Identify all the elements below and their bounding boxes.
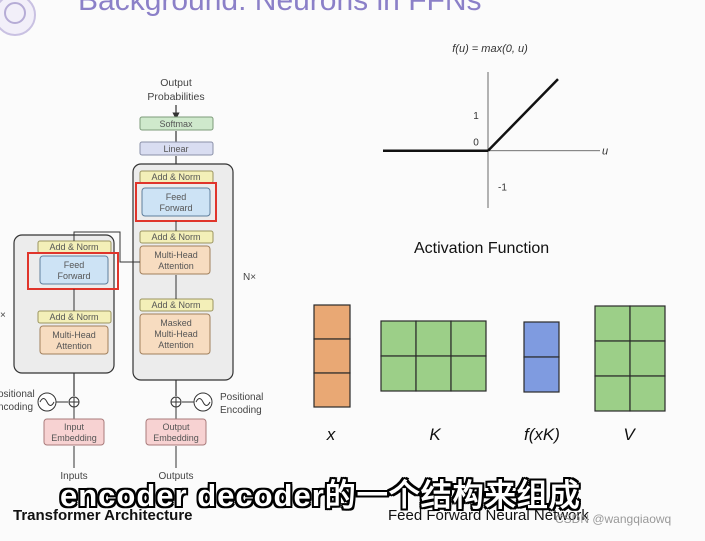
- inputs-label: Inputs: [60, 471, 87, 482]
- eff2-text: Forward: [57, 271, 90, 281]
- svg-text:Add & Norm: Add & Norm: [49, 242, 98, 252]
- encoder-feed-forward: [39, 255, 109, 285]
- svg-text:Add & Norm: Add & Norm: [151, 300, 200, 310]
- ie1-text: Input: [64, 422, 85, 432]
- mat-K-cell: [380, 320, 417, 357]
- output-embedding: [145, 418, 207, 446]
- decoder-nx-label: N×: [243, 272, 256, 283]
- pe_r1-text: Positional: [220, 392, 263, 403]
- ffn-formula-partial: FFN(x) =: [418, 487, 462, 499]
- mat-x-cell: [313, 338, 351, 374]
- encoder-nx-label: ×: [0, 310, 6, 321]
- relu-tick-label: -1: [498, 183, 507, 194]
- relu-tick-label: 0: [473, 138, 479, 149]
- mat-V-cell: [629, 340, 666, 377]
- outputs-label: Outputs: [158, 471, 193, 482]
- mat-x-cell: [313, 304, 351, 340]
- mat-fxK-cell: [523, 321, 560, 358]
- input-embedding: [43, 418, 105, 446]
- mat-V-cell: [629, 375, 666, 412]
- activation-caption: Activation Function: [414, 240, 550, 257]
- op2-text: Probabilities: [147, 91, 204, 103]
- svg-text:Add & Norm: Add & Norm: [151, 232, 200, 242]
- mat-K-cell: [450, 320, 487, 357]
- relu-line-segment: [487, 78, 559, 152]
- mat-K-cell: [415, 320, 452, 357]
- pe_l2-text: ncoding: [0, 402, 33, 413]
- mat-V-cell: [629, 305, 666, 342]
- decoder-cross-attention: [139, 245, 211, 275]
- oe2-text: Embedding: [153, 433, 199, 443]
- mat-V-cell: [594, 305, 631, 342]
- mat-fxK-cell: [523, 356, 560, 393]
- slide-title: Background: Neurons in FFNs: [78, 0, 482, 17]
- relu-tick-label: 1: [473, 111, 479, 122]
- dff1-text: Feed: [166, 192, 187, 202]
- mat-K-cell: [380, 355, 417, 392]
- matrix-label-x: x: [326, 425, 336, 444]
- matrix-label-fxK: f(xK): [524, 425, 560, 444]
- mat-x-cell: [313, 372, 351, 408]
- linear-block: [139, 141, 214, 156]
- mat-K-cell: [415, 355, 452, 392]
- matrix-label-V: V: [623, 425, 636, 444]
- eff1-text: Feed: [64, 260, 85, 270]
- ffn-caption: Feed Forward Neural Network: [388, 507, 589, 524]
- dff2-text: Forward: [159, 203, 192, 213]
- university-logo-icon: [0, 0, 36, 36]
- watermark: CSDN @wangqiaowq: [555, 512, 672, 526]
- emha1-text: Multi-Head: [52, 330, 96, 340]
- encoder-ffn-highlight: [27, 252, 119, 290]
- video-subtitle: encoder decoder的一个结构来组成: [60, 478, 581, 513]
- relu-chart-title: f(u) = max(0, u): [452, 43, 528, 55]
- pe_l1-text: ositional: [0, 389, 35, 400]
- matrix-label-K: K: [429, 425, 441, 444]
- dmm2-text: Multi-Head: [154, 329, 198, 339]
- transformer-caption: Transformer Architecture: [13, 507, 193, 524]
- ie2-text: Embedding: [51, 433, 97, 443]
- mat-V-cell: [594, 375, 631, 412]
- linear-label: Linear: [163, 144, 188, 154]
- mat-K-cell: [450, 355, 487, 392]
- relu-x-label: u: [602, 146, 608, 158]
- op1-text: Output: [160, 77, 192, 89]
- dmm3-text: Attention: [158, 340, 194, 350]
- dmm1-text: Masked: [160, 318, 192, 328]
- mat-V-cell: [594, 340, 631, 377]
- dmha1-text: Multi-Head: [154, 250, 198, 260]
- decoder-feed-forward: [141, 187, 211, 217]
- dmha2-text: Attention: [158, 261, 194, 271]
- decoder-masked-attention: [139, 313, 211, 355]
- svg-text:Add & Norm: Add & Norm: [151, 172, 200, 182]
- oe1-text: Output: [162, 422, 190, 432]
- emha2-text: Attention: [56, 341, 92, 351]
- pe_r2-text: Encoding: [220, 405, 262, 416]
- encoder-self-attention: [39, 325, 109, 355]
- softmax-block: [139, 116, 214, 131]
- svg-text:Add & Norm: Add & Norm: [49, 312, 98, 322]
- softmax-label: Softmax: [159, 119, 193, 129]
